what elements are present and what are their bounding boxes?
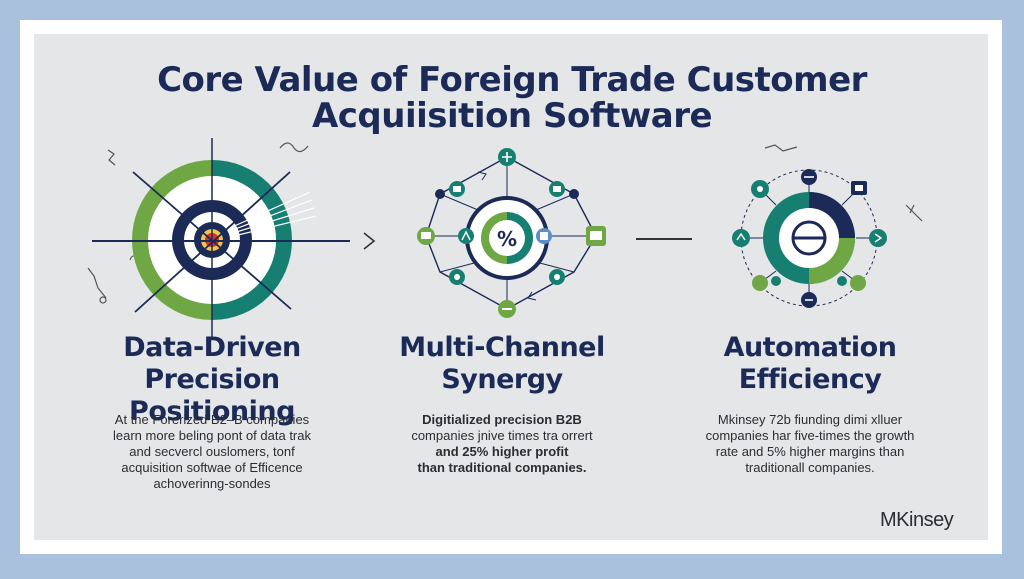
node-icons [417,148,606,318]
column2-body-line: and 25% higher profit [435,444,569,459]
deco-squiggle [107,149,116,166]
page-title-line2: Acquiisition Software [311,96,713,136]
column1-heading-line2: Precision Positioning [129,364,295,427]
target-icon [87,138,350,340]
column1-body-line: achoverinng-sondes [153,476,271,491]
arrow-right-icon [363,232,376,250]
column2-body-line: than traditional companies. [417,460,587,475]
deco-squiggle [87,267,107,299]
column2-heading-line1: Multi-Channel [399,332,605,363]
brand-logo: MKinsey [880,509,954,531]
column1-body-line: learn more beling pont of data trak [112,428,311,443]
column3-heading-line1: Automation [723,332,897,363]
column3-heading-line2: Efficiency [738,364,882,395]
network-icon: % [417,148,606,318]
percent-symbol: % [497,227,517,251]
column1-body: At the Forerized B2–B companies learn mo… [62,412,362,492]
column2-body-line: Digitialized precision B2B [422,412,582,427]
column3-body-line: rate and 5% higher margins than [715,444,905,459]
column2-body: Digitialized precision B2B companies jni… [352,412,652,476]
page-title-line1: Core Value of Foreign Trade Customer [157,60,867,100]
column1-body-line: At the Forerized B2–B companies [114,412,310,427]
column2-body-line: companies jnive times tra orrert [411,428,593,443]
column1-heading-line1: Data-Driven [123,332,301,363]
column2-heading-line2: Synergy [441,364,563,395]
column1-body-line: and secvercl ouslomers, tonf [129,444,295,459]
column3-body: Mkinsey 72b fiunding dimi xlluer compani… [660,412,960,476]
column3-body-line: Mkinsey 72b fiunding dimi xlluer [717,412,903,427]
column1-body-line: acquisition softwae of Efficence [121,460,303,475]
column3-body-line: traditionall companies. [745,460,875,475]
automation-hub-icon [732,144,923,308]
column3-body-line: companies har five-times the growth [705,428,915,443]
